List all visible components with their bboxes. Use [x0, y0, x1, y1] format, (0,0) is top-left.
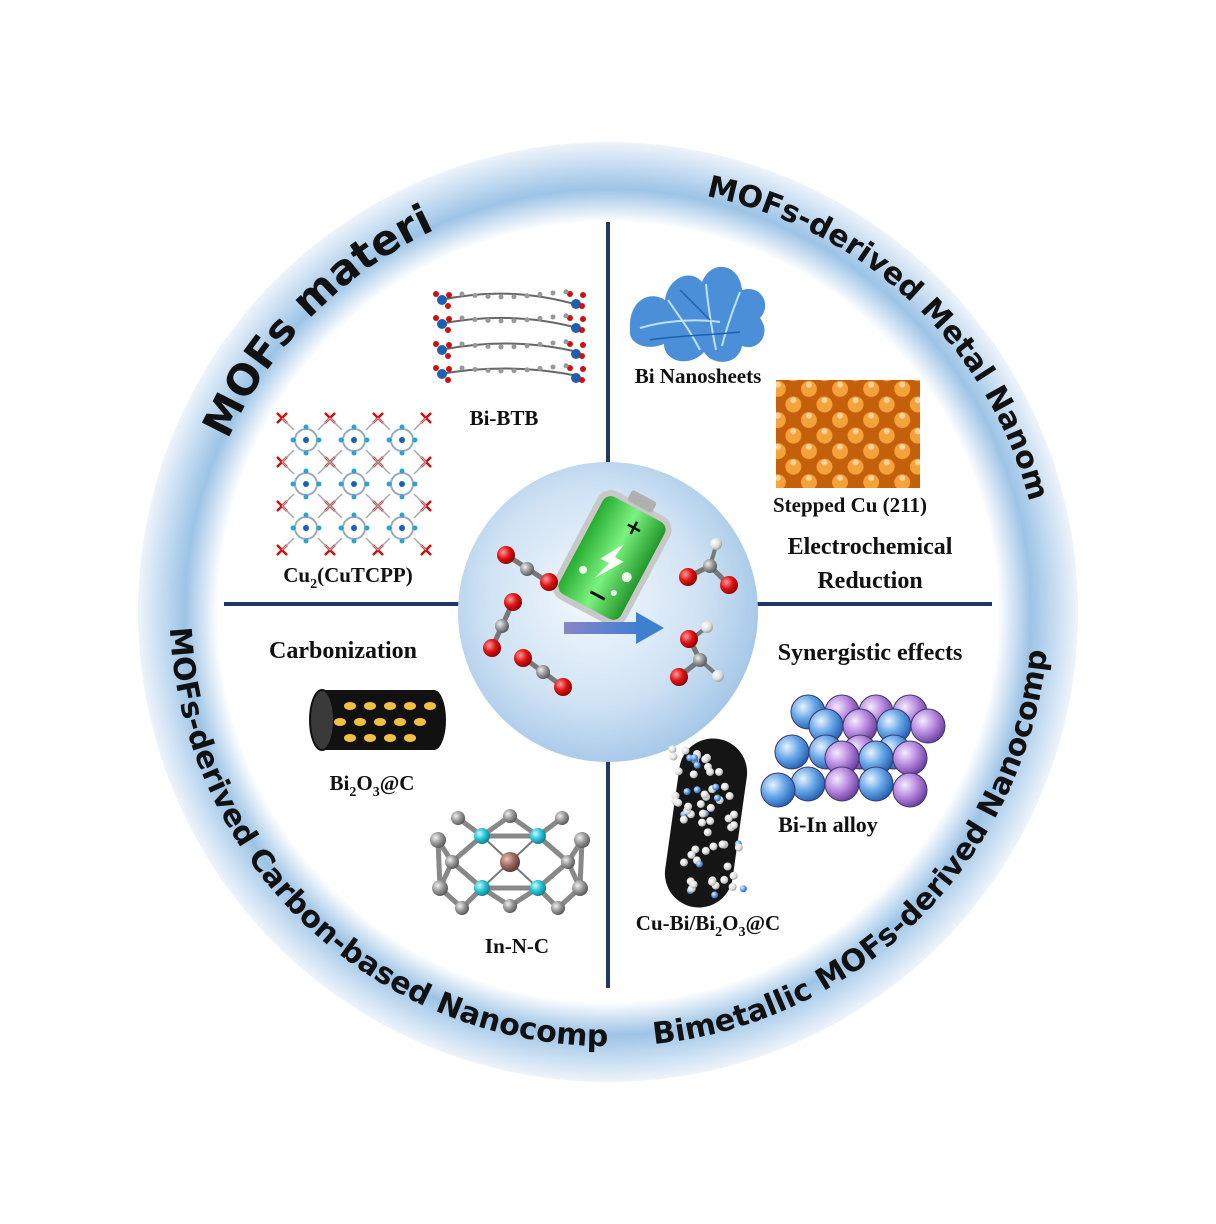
- cu2-cutcpp-lattice: [276, 412, 432, 556]
- label-stepped-cu: Stepped Cu (211): [773, 493, 927, 517]
- bi2o3-carbon-cylinder-image: [309, 689, 446, 751]
- stepped-cu-surface-image: [776, 380, 920, 488]
- bi-nanosheets-image: [629, 266, 766, 362]
- cu-bi-carbon-capsule-image: [664, 738, 748, 908]
- label-synergistic-effects: Synergistic effects: [778, 640, 963, 666]
- formic-acid-molecules: [670, 538, 738, 686]
- co2-molecules: [483, 546, 572, 696]
- label-reduction: Reduction: [817, 568, 922, 594]
- label-bi-nanosheets: Bi Nanosheets: [635, 364, 762, 388]
- label-cu2-cutcpp: Cu2(CuTCPP): [283, 563, 413, 592]
- label-cu-bi-bi2o3-c: Cu-Bi/Bi2O3@C: [636, 911, 780, 940]
- label-bi-in-alloy: Bi-In alloy: [778, 812, 878, 837]
- label-bi2o3-c: Bi2O3@C: [330, 771, 415, 800]
- bi-btb-nodes: [433, 289, 586, 383]
- label-in-n-c: In-N-C: [485, 934, 549, 958]
- label-carbonization: Carbonization: [269, 638, 417, 664]
- battery-icon: + −: [552, 490, 672, 626]
- bi-btb-structure: [439, 292, 579, 377]
- label-bi-btb: Bi-BTB: [470, 406, 539, 430]
- bi-in-alloy-image: [760, 694, 946, 808]
- quadrant-dividers: [224, 222, 992, 988]
- label-electrochemical: Electrochemical: [788, 534, 953, 560]
- reaction-arrow: [564, 612, 664, 644]
- in-n-c-structure-image: [430, 809, 590, 915]
